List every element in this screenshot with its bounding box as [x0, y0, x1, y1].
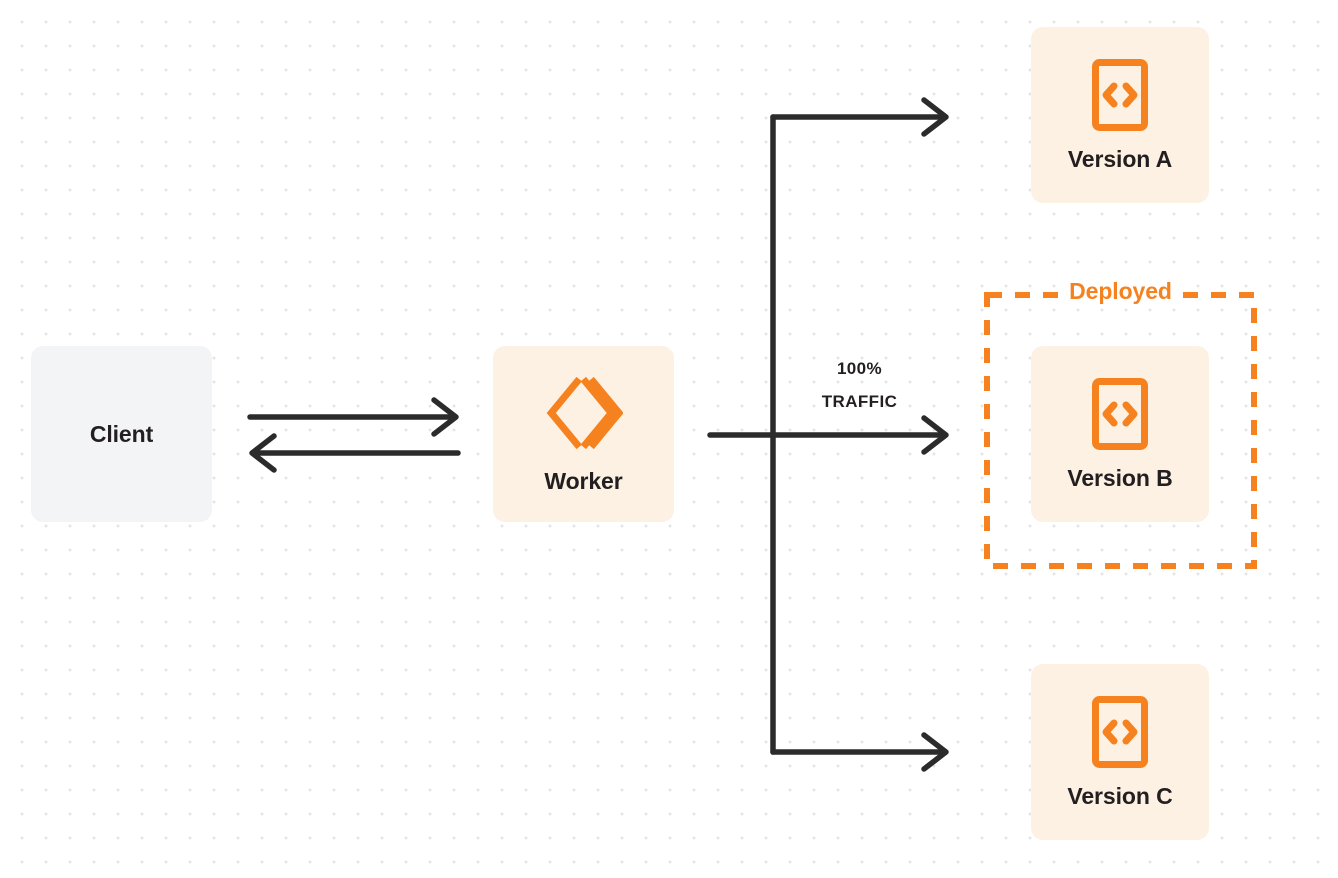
arrow-to-version-a	[770, 97, 949, 137]
node-version-c[interactable]: Version C	[1031, 664, 1209, 840]
node-client-label: Client	[89, 420, 154, 447]
traffic-percent: 100%	[836, 359, 883, 378]
node-version-a[interactable]: Version A	[1031, 27, 1209, 203]
node-version-b[interactable]: Version B	[1031, 346, 1209, 522]
code-document-icon	[1091, 377, 1149, 451]
code-document-icon	[1091, 695, 1149, 769]
deployed-dashed-border	[984, 292, 1257, 569]
node-client[interactable]: Client	[31, 346, 212, 522]
deployed-group: Deployed	[984, 278, 1257, 569]
deployed-group-label: Deployed	[1058, 278, 1183, 305]
code-document-icon	[1091, 58, 1149, 132]
arrow-to-version-b	[770, 415, 949, 455]
node-version-a-label: Version A	[1067, 145, 1173, 172]
traffic-caption: TRAFFIC	[821, 392, 898, 412]
node-worker[interactable]: Worker	[493, 346, 674, 522]
node-version-b-label: Version B	[1067, 464, 1173, 491]
arrow-to-version-c	[770, 732, 949, 772]
cloudflare-workers-logo-icon	[545, 374, 623, 452]
traffic-label: 100% TRAFFIC	[777, 352, 942, 418]
arrow-client-to-worker	[247, 397, 459, 437]
node-worker-label: Worker	[544, 467, 623, 494]
arrow-worker-to-client	[249, 433, 461, 473]
node-version-c-label: Version C	[1067, 782, 1173, 809]
